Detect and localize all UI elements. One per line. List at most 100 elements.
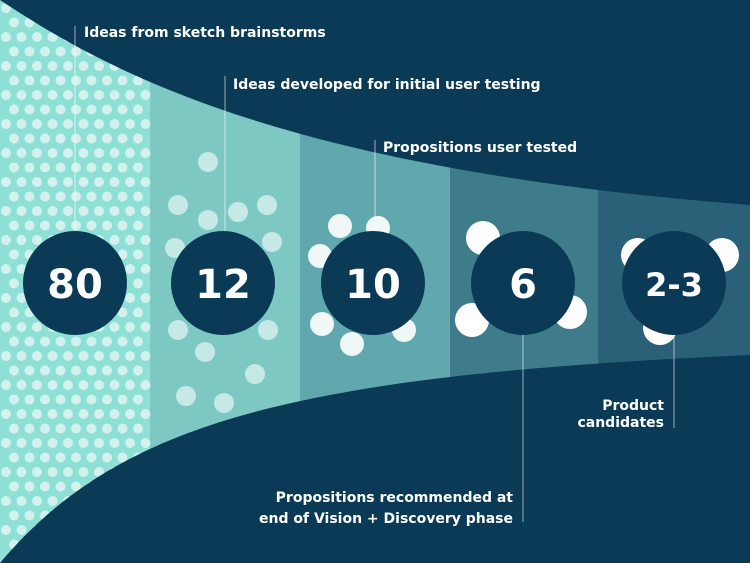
dot [109, 351, 120, 361]
dot [117, 394, 128, 405]
dot [9, 17, 19, 28]
dot [71, 104, 81, 115]
dot [55, 365, 66, 376]
dot [32, 235, 42, 245]
dot [47, 119, 58, 129]
dot [102, 423, 112, 434]
dot [9, 46, 19, 57]
dot [140, 206, 151, 216]
dot [63, 351, 73, 361]
dot [1, 409, 11, 419]
dot [109, 177, 120, 187]
dot [133, 249, 143, 260]
stage-label-2: Ideas developed for initial user testing [233, 77, 541, 93]
dot [71, 336, 81, 347]
dot [78, 351, 89, 361]
dot [24, 336, 35, 347]
dot [47, 148, 58, 158]
dot [94, 467, 104, 477]
dot [125, 235, 135, 245]
dot [71, 220, 81, 231]
dot [55, 220, 66, 231]
dot [109, 409, 120, 419]
dot [1, 206, 11, 216]
dot [1, 32, 11, 42]
dot [71, 452, 81, 463]
dot [55, 423, 66, 434]
dot [78, 380, 89, 390]
dot [47, 177, 58, 187]
dot [1, 61, 11, 71]
dot [245, 364, 265, 384]
dot [140, 177, 151, 187]
dot [71, 46, 81, 57]
dot [47, 409, 58, 419]
stage-count: 80 [47, 262, 103, 308]
dot [9, 191, 19, 202]
dot [117, 104, 128, 115]
dot [140, 264, 151, 274]
dot [133, 278, 143, 289]
dot [32, 380, 42, 390]
dot [16, 380, 27, 390]
dot [16, 322, 27, 332]
dot [125, 380, 135, 390]
dot [117, 133, 128, 144]
dot [9, 133, 19, 144]
dot [63, 467, 73, 477]
dot [71, 481, 81, 492]
dot [32, 322, 42, 332]
dot [140, 438, 151, 448]
dot [47, 438, 58, 448]
dot [24, 423, 35, 434]
dot [16, 206, 27, 216]
dot [1, 438, 11, 448]
dot [1, 322, 11, 332]
stage-2: 12 [171, 231, 275, 335]
dot [94, 148, 104, 158]
stage-1: 80 [23, 231, 127, 335]
dot [9, 510, 19, 521]
dot [117, 452, 128, 463]
dot [47, 32, 58, 42]
dot [198, 210, 218, 230]
dot [125, 177, 135, 187]
dot [55, 104, 66, 115]
dot [32, 409, 42, 419]
dot [78, 438, 89, 448]
dot [40, 75, 50, 86]
dot [86, 191, 97, 202]
dot [71, 191, 81, 202]
dot [24, 394, 35, 405]
dot [125, 264, 135, 274]
stage-count: 10 [345, 262, 401, 308]
dot [133, 133, 143, 144]
dot [47, 206, 58, 216]
dot [24, 510, 35, 521]
dot [71, 133, 81, 144]
dot [32, 61, 42, 71]
dot [117, 191, 128, 202]
stage-count: 12 [195, 262, 251, 308]
dot [133, 162, 143, 173]
count-circle [23, 231, 127, 335]
dot [9, 278, 19, 289]
dot [40, 162, 50, 173]
dot [24, 365, 35, 376]
dot [16, 409, 27, 419]
dot [1, 264, 11, 274]
dot [16, 235, 27, 245]
dot [78, 119, 89, 129]
dot [140, 409, 151, 419]
dot [125, 119, 135, 129]
dot [133, 365, 143, 376]
dot [32, 496, 42, 506]
dot [9, 104, 19, 115]
stage-count: 6 [509, 262, 537, 308]
dot [24, 46, 35, 57]
dot [9, 307, 19, 318]
dot [1, 177, 11, 187]
dot [47, 61, 58, 71]
dot [117, 365, 128, 376]
dot [40, 336, 50, 347]
